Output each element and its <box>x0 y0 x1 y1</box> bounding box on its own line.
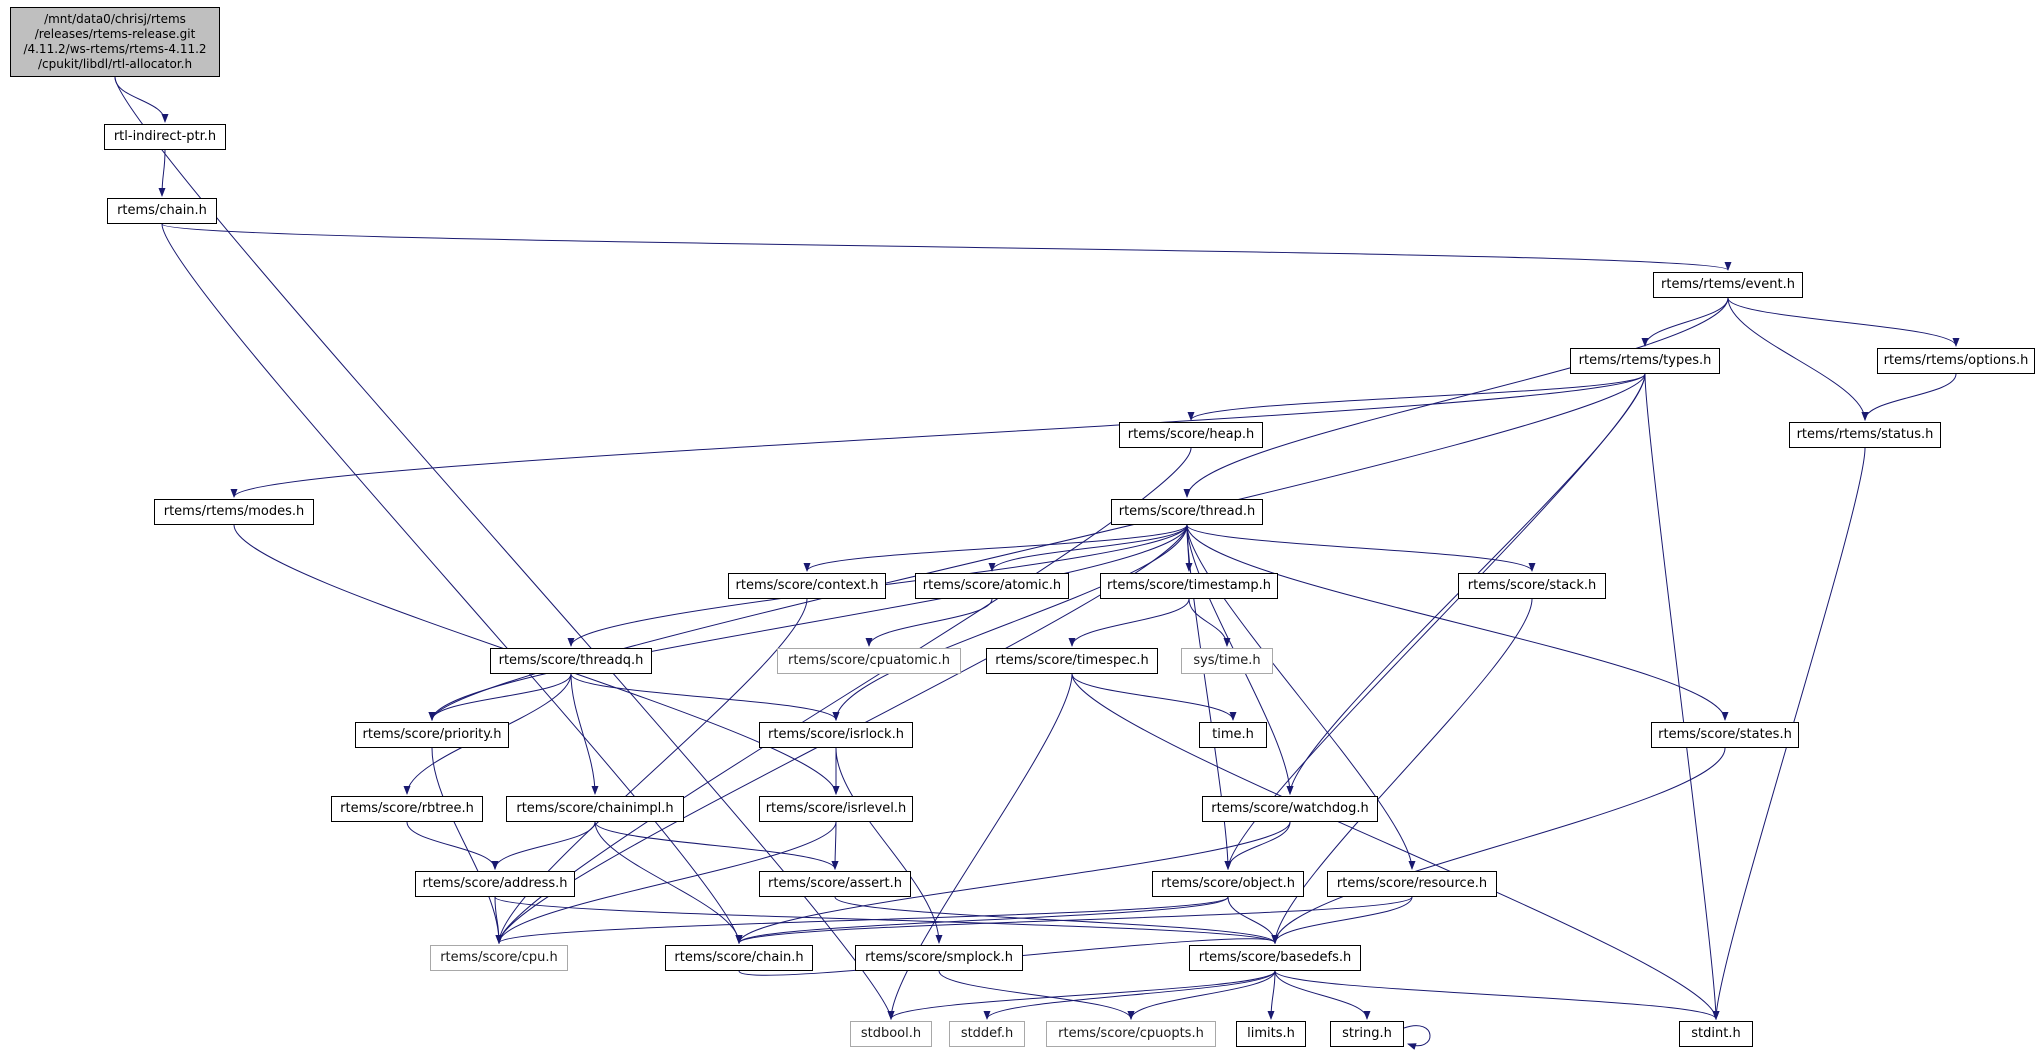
include-edge-assert-to-basedefs <box>834 896 1279 944</box>
node-rtems-score-chainimpl-h[interactable]: rtems/score/chainimpl.h <box>506 796 684 822</box>
include-edge-types-to-modes <box>230 373 1646 498</box>
node-stdbool-h: stdbool.h <box>850 1021 932 1047</box>
node-rtems-score-address-h[interactable]: rtems/score/address.h <box>415 871 575 897</box>
node-sys-time-h: sys/time.h <box>1181 648 1273 674</box>
node-rtems-score-smplock-h[interactable]: rtems/score/smplock.h <box>855 945 1023 971</box>
include-edge-chain-to-scorechain <box>161 223 743 944</box>
include-edge-options-to-status <box>1861 373 1957 421</box>
node-rtl-indirect-ptr-h[interactable]: rtl-indirect-ptr.h <box>104 124 226 150</box>
node-rtems-score-chain-h[interactable]: rtems/score/chain.h <box>665 945 813 971</box>
include-edge-basedefs-to-stringh <box>1274 970 1371 1020</box>
node-rtems-score-atomic-h[interactable]: rtems/score/atomic.h <box>915 573 1069 599</box>
node-rtems-score-priority-h[interactable]: rtems/score/priority.h <box>355 722 509 748</box>
include-edge-rbtree-to-address <box>406 821 499 870</box>
include-edge-thread-to-timestamp <box>1185 524 1193 572</box>
node-rtems-score-heap-h[interactable]: rtems/score/heap.h <box>1119 422 1263 448</box>
include-edge-stringh-to-stringh <box>1403 1025 1431 1050</box>
include-edge-basedefs-to-cpuopts <box>1127 970 1276 1020</box>
include-edge-thread-to-isrlock <box>832 524 1188 721</box>
node-rtems-score-rbtree-h[interactable]: rtems/score/rbtree.h <box>331 796 483 822</box>
include-edge-smplock-to-cpuopts <box>938 970 1135 1020</box>
include-edge-types-to-heap <box>1187 373 1646 421</box>
include-edge-types-to-stdinth <box>1644 373 1720 1020</box>
include-edge-basedefs-to-stddef <box>983 970 1276 1020</box>
include-edge-root-to-indirect <box>114 76 169 123</box>
node-rtems-score-cpuopts-h: rtems/score/cpuopts.h <box>1046 1021 1216 1047</box>
include-edge-timestamp-to-systime <box>1188 598 1231 647</box>
include-edge-thread-to-atomic <box>988 524 1188 572</box>
include-edge-timespec-to-time <box>1071 673 1237 721</box>
node-rtems-score-timestamp-h[interactable]: rtems/score/timestamp.h <box>1100 573 1278 599</box>
include-edge-threadq-to-priority <box>428 673 572 721</box>
include-edge-basedefs-to-stdbool <box>887 970 1276 1020</box>
node-rtems-score-watchdog-h[interactable]: rtems/score/watchdog.h <box>1202 796 1378 822</box>
include-edge-object-to-scorechain <box>735 896 1229 944</box>
include-edge-timestamp-to-timespec <box>1068 598 1190 647</box>
node-rtems-score-isrlevel-h[interactable]: rtems/score/isrlevel.h <box>759 796 913 822</box>
include-edge-event-to-status <box>1727 297 1869 421</box>
include-edge-thread-to-stack <box>1186 524 1536 572</box>
include-edge-priority-to-cpu <box>431 747 503 944</box>
node-time-h[interactable]: time.h <box>1199 722 1267 748</box>
include-edge-threadq-to-isrlock <box>570 673 840 721</box>
node-rtems-rtems-modes-h[interactable]: rtems/rtems/modes.h <box>154 499 314 525</box>
include-edge-event-to-options <box>1727 297 1960 347</box>
node-string-h[interactable]: string.h <box>1330 1021 1404 1047</box>
node-rtems-rtems-options-h[interactable]: rtems/rtems/options.h <box>1877 348 2035 374</box>
include-edge-thread-to-priority <box>428 524 1188 721</box>
include-edge-threadq-to-chainimpl <box>570 673 599 795</box>
include-edge-atomic-to-cpuatomic <box>865 598 993 647</box>
include-edge-address-to-basedefs <box>494 896 1279 944</box>
node-rtems-score-states-h[interactable]: rtems/score/states.h <box>1651 722 1799 748</box>
node-rtems-rtems-event-h[interactable]: rtems/rtems/event.h <box>1653 272 1803 298</box>
include-edge-event-to-types <box>1641 297 1729 347</box>
include-edge-object-to-basedefs <box>1227 896 1279 944</box>
node-rtems-score-isrlock-h[interactable]: rtems/score/isrlock.h <box>759 722 913 748</box>
node-rtems-score-cpu-h: rtems/score/cpu.h <box>430 945 568 971</box>
include-edge-states-to-basedefs <box>1271 747 1726 944</box>
include-edge-thread-to-context <box>803 524 1188 572</box>
node-rtl-allocator-h: /mnt/data0/chrisj/rtems /releases/rtems-… <box>10 7 220 77</box>
node-rtems-score-cpuatomic-h: rtems/score/cpuatomic.h <box>777 648 961 674</box>
include-edge-isrlock-to-smplock <box>835 747 943 944</box>
node-limits-h[interactable]: limits.h <box>1236 1021 1306 1047</box>
include-edge-resource-to-scorechain <box>735 896 1413 944</box>
node-rtems-score-resource-h[interactable]: rtems/score/resource.h <box>1327 871 1497 897</box>
include-edge-heap-to-cpu <box>495 447 1192 944</box>
node-rtems-score-assert-h[interactable]: rtems/score/assert.h <box>759 871 911 897</box>
include-edge-object-to-cpu <box>495 896 1229 944</box>
include-edge-thread-to-states <box>1186 524 1729 721</box>
node-rtems-score-timespec-h[interactable]: rtems/score/timespec.h <box>986 648 1158 674</box>
include-edge-chainimpl-to-assert <box>594 821 839 870</box>
include-edge-chainimpl-to-address <box>491 821 596 870</box>
node-rtems-chain-h[interactable]: rtems/chain.h <box>107 198 217 224</box>
include-edge-indirect-to-chain <box>158 149 166 197</box>
node-stddef-h: stddef.h <box>949 1021 1025 1047</box>
node-rtems-score-threadq-h[interactable]: rtems/score/threadq.h <box>490 648 652 674</box>
include-edge-basedefs-to-stdinth <box>1274 970 1720 1020</box>
include-edge-isrlevel-to-assert <box>831 821 839 870</box>
include-edge-resource-to-basedefs <box>1271 896 1413 944</box>
include-edge-types-to-object <box>1224 373 1646 870</box>
node-rtems-score-context-h[interactable]: rtems/score/context.h <box>728 573 886 599</box>
include-edge-event-to-thread <box>1183 297 1729 498</box>
include-edge-chainimpl-to-scorechain <box>594 821 743 944</box>
node-rtems-rtems-types-h[interactable]: rtems/rtems/types.h <box>1570 348 1720 374</box>
node-stdint-h[interactable]: stdint.h <box>1679 1021 1753 1047</box>
node-rtems-score-basedefs-h[interactable]: rtems/score/basedefs.h <box>1189 945 1361 971</box>
node-rtems-score-thread-h[interactable]: rtems/score/thread.h <box>1111 499 1263 525</box>
include-edge-address-to-cpu <box>494 896 503 944</box>
node-rtems-rtems-status-h[interactable]: rtems/rtems/status.h <box>1789 422 1941 448</box>
include-edge-watchdog-to-object <box>1224 821 1291 870</box>
node-rtems-score-stack-h[interactable]: rtems/score/stack.h <box>1458 573 1606 599</box>
include-edge-chain-to-event <box>161 223 1731 271</box>
include-edge-basedefs-to-limits <box>1267 970 1276 1020</box>
include-edge-timespec-to-stdinth <box>1071 673 1720 1020</box>
node-rtems-score-object-h[interactable]: rtems/score/object.h <box>1152 871 1304 897</box>
